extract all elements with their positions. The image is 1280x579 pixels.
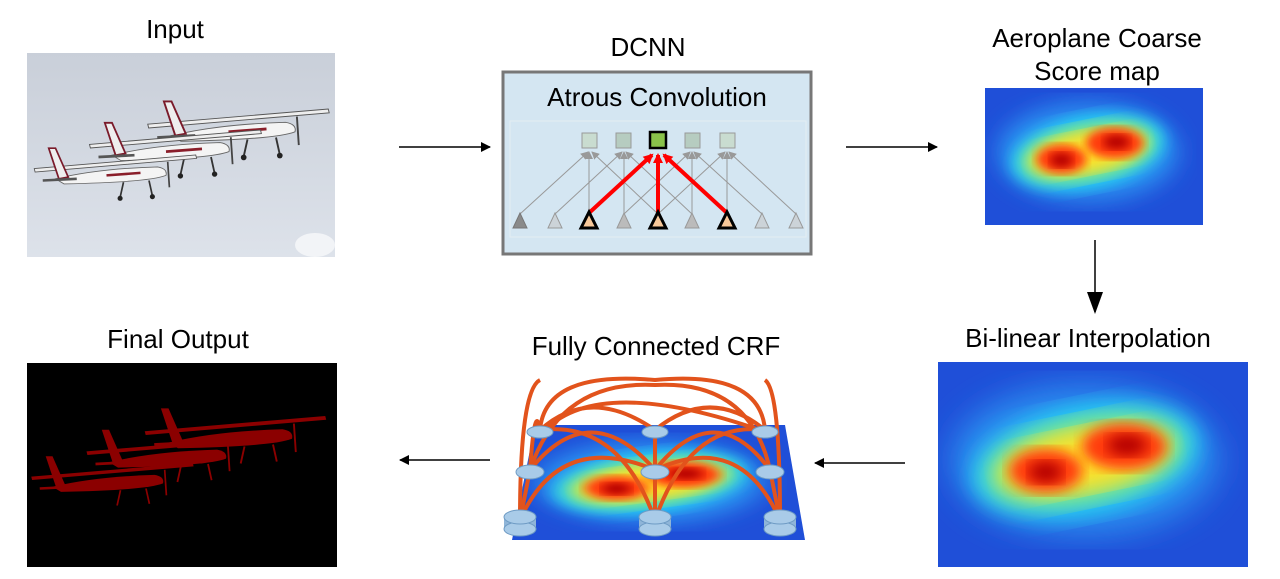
input-nodes	[512, 208, 804, 230]
output-nodes	[581, 130, 736, 150]
input-image	[27, 53, 335, 257]
interpolated-score-map	[938, 362, 1248, 567]
crf-nodes	[503, 425, 797, 537]
coarse-score-map-label-line1: Aeroplane Coarse	[992, 23, 1202, 53]
final-output-image	[27, 363, 337, 567]
coarse-score-map-label-line2: Score map	[1034, 56, 1160, 86]
dcnn-label: DCNN	[610, 32, 685, 62]
dcnn-box: Atrous Convolution	[501, 70, 813, 256]
bilinear-interpolation-label: Bi-linear Interpolation	[965, 323, 1211, 353]
atrous-red-connections	[587, 153, 729, 215]
coarse-score-map	[985, 88, 1203, 225]
final-output-label: Final Output	[107, 324, 249, 354]
gray-connections	[519, 151, 797, 215]
crf-label: Fully Connected CRF	[532, 331, 781, 361]
input-label: Input	[146, 14, 205, 44]
atrous-convolution-title: Atrous Convolution	[547, 82, 767, 112]
crf-graph	[503, 376, 805, 540]
